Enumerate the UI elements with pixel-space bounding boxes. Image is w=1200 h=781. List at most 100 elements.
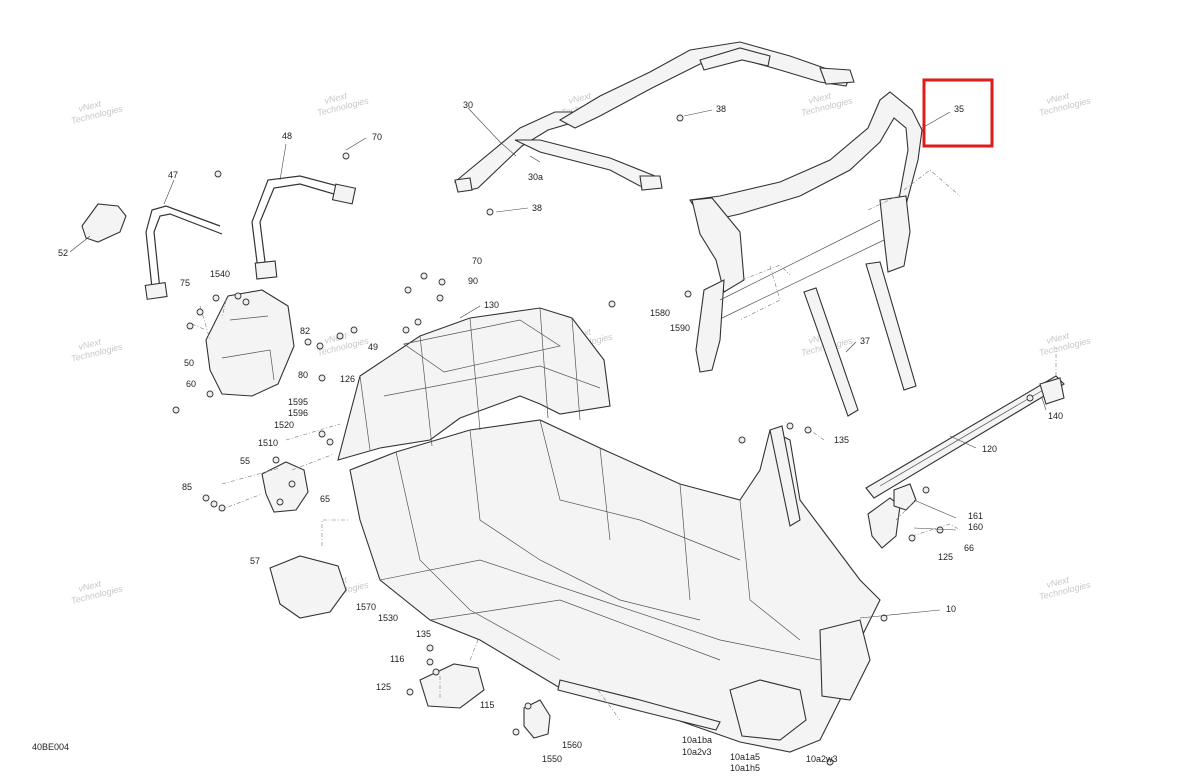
callout-125: 125 bbox=[376, 682, 391, 692]
callout-10a1ba: 10a1ba bbox=[682, 735, 712, 745]
callout-38: 38 bbox=[532, 203, 542, 213]
callout-10a2w3: 10a2w3 bbox=[806, 754, 838, 764]
callout-1540: 1540 bbox=[210, 269, 230, 279]
fastener-31 bbox=[276, 498, 284, 506]
diagram-code: 40BE004 bbox=[32, 742, 69, 752]
callout-52: 52 bbox=[58, 248, 68, 258]
watermark-1: vNextTechnologies bbox=[314, 86, 370, 118]
callout-120: 120 bbox=[982, 444, 997, 454]
fastener-42 bbox=[524, 702, 532, 710]
fastener-17 bbox=[436, 294, 444, 302]
fastener-5 bbox=[212, 294, 220, 302]
callout-55: 55 bbox=[240, 456, 250, 466]
callout-140: 140 bbox=[1048, 411, 1063, 421]
fastener-30 bbox=[218, 504, 226, 512]
callout-50: 50 bbox=[184, 358, 194, 368]
callout-47: 47 bbox=[168, 170, 178, 180]
watermark-0: vNextTechnologies bbox=[68, 94, 124, 126]
callout-10a1a5: 10a1a5 bbox=[730, 752, 760, 762]
callout-160: 160 bbox=[968, 522, 983, 532]
fastener-10 bbox=[172, 406, 180, 414]
fastener-22 bbox=[608, 300, 616, 308]
grab-bar-47 bbox=[144, 205, 223, 300]
watermark-10: vNextTechnologies bbox=[68, 574, 124, 606]
fastener-43 bbox=[512, 728, 520, 736]
callout-1510: 1510 bbox=[258, 438, 278, 448]
fastener-29 bbox=[210, 500, 218, 508]
callout-66: 66 bbox=[964, 543, 974, 553]
callout-70: 70 bbox=[372, 132, 382, 142]
callout-10a2v3: 10a2v3 bbox=[682, 747, 712, 757]
callout-75: 75 bbox=[180, 278, 190, 288]
fastener-40 bbox=[432, 668, 440, 676]
callout-1570: 1570 bbox=[356, 602, 376, 612]
callout-48: 48 bbox=[282, 131, 292, 141]
callout-130: 130 bbox=[484, 300, 499, 310]
callout-80: 80 bbox=[298, 370, 308, 380]
callout-161: 161 bbox=[968, 511, 983, 521]
watermark-3: vNextTechnologies bbox=[798, 86, 854, 118]
callout-135: 135 bbox=[834, 435, 849, 445]
callout-126: 126 bbox=[340, 374, 355, 384]
fastener-12 bbox=[316, 342, 324, 350]
callout-1596: 1596 bbox=[288, 408, 308, 418]
callout-30: 30 bbox=[463, 100, 473, 110]
callout-10a1h5: 10a1h5 bbox=[730, 763, 760, 773]
bracket-52 bbox=[81, 203, 127, 243]
callout-30a: 30a bbox=[528, 172, 543, 182]
bracket-57 bbox=[269, 555, 347, 619]
callout-1560: 1560 bbox=[562, 740, 582, 750]
fastener-46 bbox=[1026, 394, 1034, 402]
fastener-7 bbox=[242, 298, 250, 306]
fastener-24 bbox=[272, 456, 280, 464]
callout-82: 82 bbox=[300, 326, 310, 336]
callout-90: 90 bbox=[468, 276, 478, 286]
fastener-21 bbox=[414, 318, 422, 326]
fastener-32 bbox=[738, 436, 746, 444]
watermark-6: vNextTechnologies bbox=[314, 326, 370, 358]
fastener-8 bbox=[186, 322, 194, 330]
fastener-4 bbox=[196, 308, 204, 316]
callout-1590: 1590 bbox=[670, 323, 690, 333]
rail-120 bbox=[865, 348, 1065, 499]
callout-60: 60 bbox=[186, 379, 196, 389]
watermark-5: vNextTechnologies bbox=[68, 332, 124, 364]
bracket-50 bbox=[205, 289, 295, 397]
callout-57: 57 bbox=[250, 556, 260, 566]
fastener-39 bbox=[426, 658, 434, 666]
highlight-box-part-35 bbox=[922, 78, 994, 148]
fastener-0 bbox=[342, 152, 350, 160]
fastener-36 bbox=[936, 526, 944, 534]
callout-65: 65 bbox=[320, 494, 330, 504]
callout-115: 115 bbox=[480, 700, 494, 710]
fastener-37 bbox=[908, 534, 916, 542]
watermark-4: vNextTechnologies bbox=[1036, 86, 1092, 118]
callout-1595: 1595 bbox=[288, 397, 308, 407]
watermark-9: vNextTechnologies bbox=[1036, 326, 1092, 358]
bracket-55 bbox=[261, 461, 309, 513]
fastener-6 bbox=[234, 292, 242, 300]
fastener-19 bbox=[350, 326, 358, 334]
fastener-1 bbox=[214, 170, 222, 178]
fastener-2 bbox=[676, 114, 684, 122]
callout-85: 85 bbox=[182, 482, 192, 492]
roll-cage-assembly bbox=[454, 41, 855, 193]
fastener-18 bbox=[402, 326, 410, 334]
callout-35: 35 bbox=[954, 104, 964, 114]
support-tubes-37 bbox=[803, 261, 917, 417]
callout-70: 70 bbox=[472, 256, 482, 266]
fastener-layer bbox=[172, 114, 1034, 766]
callout-135: 135 bbox=[416, 629, 431, 639]
callout-1550: 1550 bbox=[542, 754, 562, 764]
main-frame-10 bbox=[337, 307, 881, 753]
callout-116: 116 bbox=[390, 654, 404, 664]
fastener-41 bbox=[406, 688, 414, 696]
fastener-27 bbox=[288, 480, 296, 488]
fastener-38 bbox=[426, 644, 434, 652]
bracket-115 bbox=[419, 663, 485, 709]
callout-1580: 1580 bbox=[650, 308, 670, 318]
fastener-11 bbox=[304, 338, 312, 346]
